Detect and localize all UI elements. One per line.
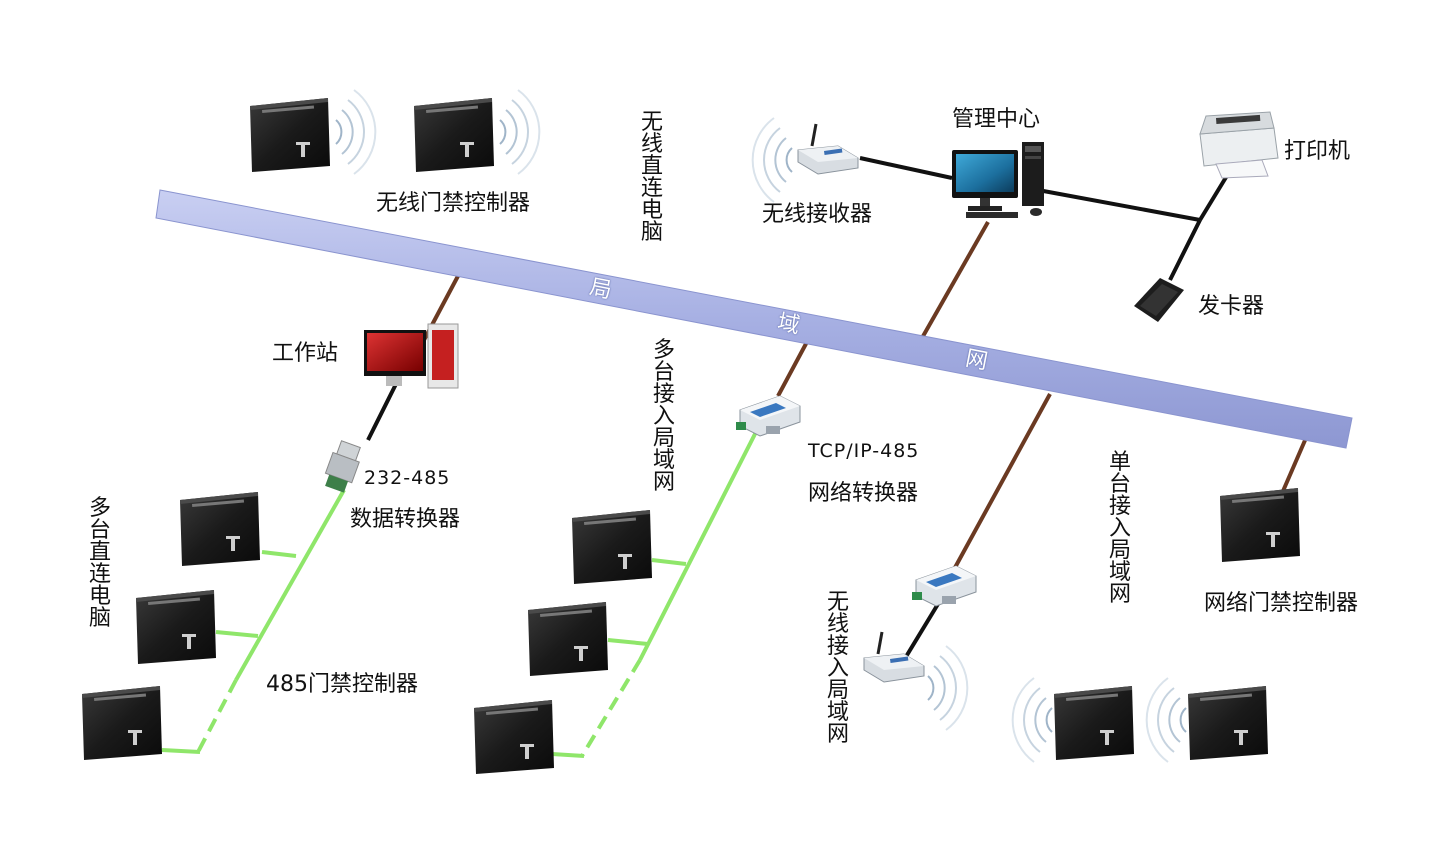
access-controller-icon <box>414 98 494 172</box>
label-workstation: 工作站 <box>272 341 339 366</box>
serial-adapter-icon <box>324 440 361 493</box>
access-controller-icon <box>528 602 608 676</box>
label-wireless-direct-pc: 无线直连电脑 <box>640 110 663 245</box>
access-controller-icon <box>1188 686 1268 760</box>
lan-link-network-controller <box>1278 437 1308 499</box>
label-printer: 打印机 <box>1284 139 1351 164</box>
label-multi-direct-pc: 多台直连电脑 <box>88 496 111 631</box>
link-management-printer <box>1037 188 1201 222</box>
rs485-links <box>161 431 758 758</box>
access-controller-icon <box>1220 488 1300 562</box>
lan-bus <box>155 189 1353 449</box>
label-multi-lan-access: 多台接入局域网 <box>652 338 675 495</box>
wireless-waves-icon <box>335 89 377 175</box>
link-printer-bus <box>1198 172 1230 222</box>
network-converter-icon <box>911 565 977 607</box>
rs485-drop-mid-2 <box>607 638 649 646</box>
wireless-waves-icon <box>499 89 541 175</box>
label-network-controller: 网络门禁控制器 <box>1204 591 1359 616</box>
rs485-drop-left-3 <box>161 748 201 754</box>
label-data-converter: 数据转换器 <box>350 507 461 532</box>
rs485-drop-left-2 <box>215 630 259 638</box>
computer-icon <box>364 323 459 389</box>
access-controller-icon <box>1054 686 1134 760</box>
computer-icon <box>952 142 1044 218</box>
printer-icon <box>1199 111 1279 179</box>
access-controller-icon <box>572 510 652 584</box>
rs485-bus-left <box>234 489 346 681</box>
rs485-bus-left-dash <box>196 679 238 753</box>
label-management-center: 管理中心 <box>952 107 1041 132</box>
rs485-bus-mid-dash <box>580 658 642 758</box>
label-wireless-lan-access: 无线接入局域网 <box>826 590 849 747</box>
lan-links <box>422 221 1308 585</box>
rs485-drop-left-1 <box>261 550 297 558</box>
lan-link-wireless-converter <box>944 393 1052 585</box>
rs485-bus-mid <box>638 431 758 661</box>
label-wireless-controllers: 无线门禁控制器 <box>376 191 531 216</box>
wireless-waves-icon <box>1145 677 1187 763</box>
label-tcp-ip-485: TCP/IP-485 <box>808 440 920 462</box>
link-router-converter <box>902 602 940 662</box>
link-card-issuer <box>1168 219 1202 281</box>
network-converter-icon <box>735 395 801 437</box>
label-485-controllers: 485门禁控制器 <box>266 672 418 697</box>
label-network-converter: 网络转换器 <box>808 481 919 506</box>
access-controller-icon <box>250 98 330 172</box>
wireless-waves-icon <box>927 645 969 731</box>
label-card-issuer: 发卡器 <box>1198 294 1265 319</box>
access-controller-icon <box>180 492 260 566</box>
access-controller-icon <box>136 590 216 664</box>
rs485-drop-mid-1 <box>651 558 687 566</box>
label-wireless-receiver: 无线接收器 <box>762 202 873 227</box>
card-reader-icon <box>1134 278 1184 322</box>
pc-links <box>366 156 1230 662</box>
wireless-router-icon <box>796 122 860 176</box>
access-controller-icon <box>82 686 162 760</box>
link-receiver-management <box>859 156 953 180</box>
label-232-485: 232-485 <box>364 467 451 489</box>
lan-link-management <box>920 221 990 339</box>
wireless-waves-icon <box>751 117 793 203</box>
rs485-drop-mid-3 <box>551 752 585 758</box>
wireless-waves-icon <box>1011 677 1053 763</box>
lan-link-tcp-converter <box>776 339 810 397</box>
label-single-lan-access: 单台接入局域网 <box>1108 450 1131 607</box>
link-workstation-adapter <box>366 383 398 441</box>
access-controller-icon <box>474 700 554 774</box>
